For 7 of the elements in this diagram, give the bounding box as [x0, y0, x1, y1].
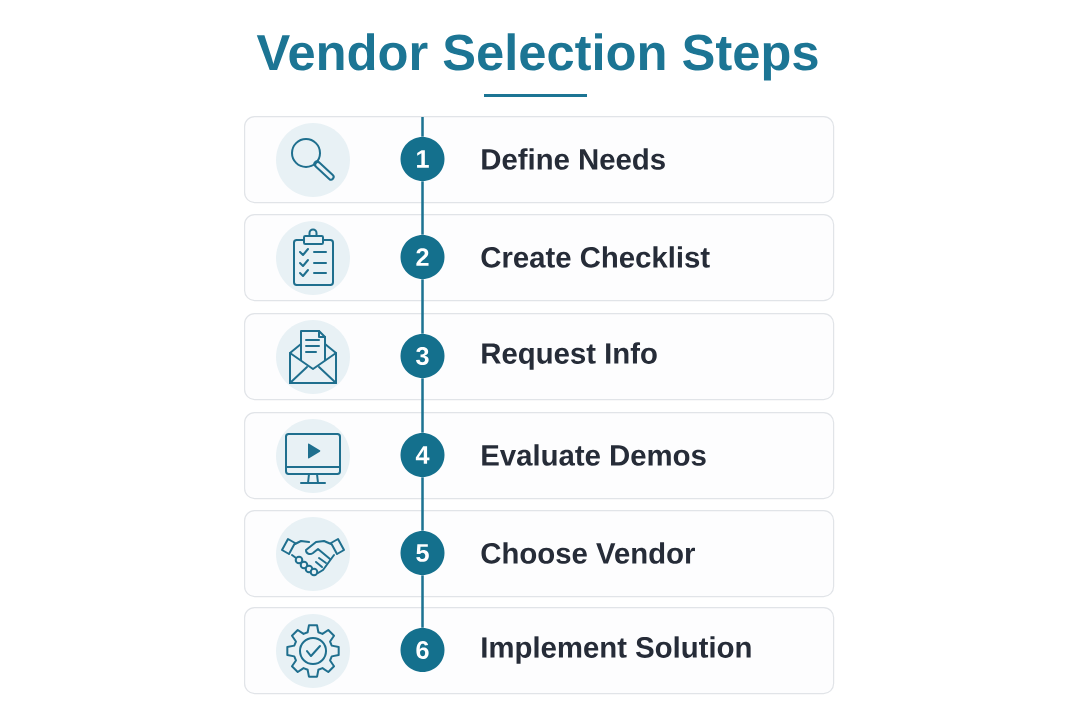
timeline-line: [421, 279, 424, 334]
timeline-line: [421, 117, 424, 137]
timeline-line: [421, 575, 424, 628]
title: Vendor Selection Steps: [256, 33, 818, 81]
timeline-line: [421, 378, 424, 433]
timeline-line: [421, 181, 424, 235]
timeline-line: [421, 477, 424, 531]
